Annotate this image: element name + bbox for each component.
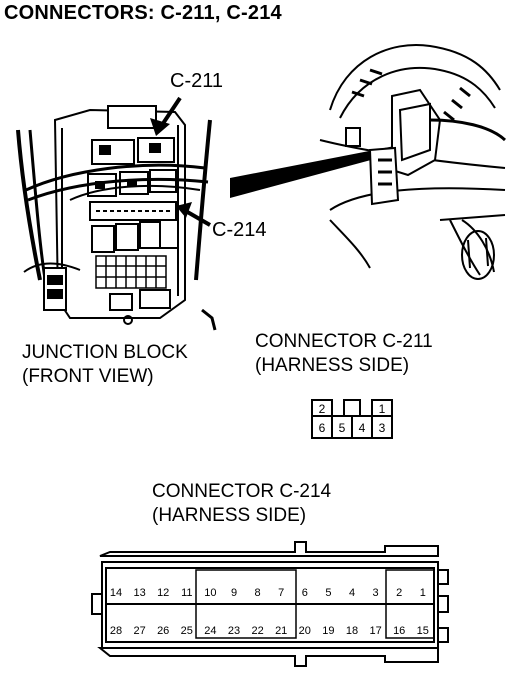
location-pointer <box>230 144 408 198</box>
c214-pin: 7 <box>278 587 284 599</box>
c211-pin: 1 <box>379 402 386 416</box>
connector-c211-caption: CONNECTOR C-211 (HARNESS SIDE) <box>255 330 433 378</box>
c211-pin: 4 <box>359 421 366 435</box>
junction-block-illustration <box>16 105 217 331</box>
callout-c211: C-211 <box>170 70 223 92</box>
c214-pin: 12 <box>157 587 169 599</box>
c214-pin: 10 <box>204 587 216 599</box>
junction-block-title: JUNCTION BLOCK <box>22 342 188 363</box>
connector-c211-side: (HARNESS SIDE) <box>255 355 410 376</box>
c214-pin: 23 <box>228 625 240 637</box>
c214-pin: 5 <box>325 587 331 599</box>
page-title: CONNECTORS: C-211, C-214 <box>4 2 282 24</box>
c214-pin: 16 <box>393 625 405 637</box>
connector-c214-side: (HARNESS SIDE) <box>152 505 307 526</box>
c214-pin: 11 <box>181 587 192 599</box>
c211-pin: 2 <box>319 402 326 416</box>
c214-pin: 25 <box>181 625 193 637</box>
c214-pin: 6 <box>302 587 308 599</box>
callout-c214: C-214 <box>212 219 267 241</box>
c214-pin: 3 <box>373 587 379 599</box>
c214-pin: 27 <box>133 625 145 637</box>
connector-c211-face: 2 1 6 5 4 3 <box>311 399 393 439</box>
junction-block-caption: JUNCTION BLOCK (FRONT VIEW) <box>22 341 188 389</box>
c214-pin: 26 <box>157 625 169 637</box>
c214-pin: 4 <box>349 587 355 599</box>
c214-pin: 18 <box>346 625 358 637</box>
c214-pin: 1 <box>420 587 426 599</box>
callout-arrows <box>150 96 211 227</box>
c214-pin: 15 <box>417 625 429 637</box>
connector-c214-title: CONNECTOR C-214 <box>152 481 332 502</box>
c214-pin: 13 <box>133 587 145 599</box>
connector-c211-title: CONNECTOR C-211 <box>255 331 433 352</box>
c214-pin: 2 <box>396 587 402 599</box>
c214-pin: 17 <box>369 625 381 637</box>
c211-pin: 6 <box>319 421 326 435</box>
c214-pin: 21 <box>275 625 287 637</box>
c214-pin: 9 <box>231 587 237 599</box>
c214-pin: 22 <box>251 625 263 637</box>
c211-pin: 5 <box>339 421 346 435</box>
connector-c214-face <box>91 541 449 667</box>
c211-pin: 3 <box>379 421 386 435</box>
c214-pin: 24 <box>204 625 216 637</box>
junction-block-view: (FRONT VIEW) <box>22 366 154 387</box>
c214-pin: 14 <box>110 587 122 599</box>
c214-pin: 20 <box>299 625 311 637</box>
c214-pin: 8 <box>255 587 261 599</box>
c214-pin: 19 <box>322 625 334 637</box>
c214-pin: 28 <box>110 625 122 637</box>
dashboard-location-view <box>319 44 507 280</box>
connector-c214-caption: CONNECTOR C-214 (HARNESS SIDE) <box>152 480 331 528</box>
